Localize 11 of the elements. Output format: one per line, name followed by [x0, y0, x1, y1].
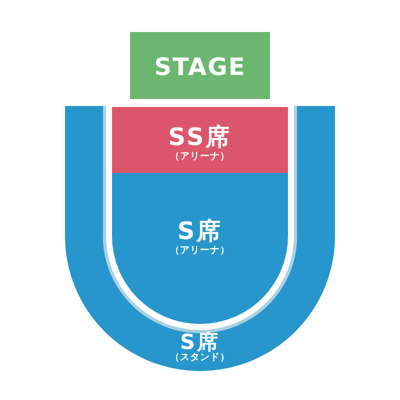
seating-block — [112, 107, 288, 173]
section-label: SS席 — [168, 125, 232, 149]
seating-block — [65, 106, 335, 372]
seating-block — [112, 173, 288, 324]
stage-label: STAGE — [154, 55, 246, 79]
section-sublabel: （アリーナ） — [170, 152, 230, 162]
section-sublabel: （スタンド） — [170, 353, 230, 362]
section-sublabel: （アリーナ） — [170, 246, 230, 256]
section-label: S席 — [180, 332, 220, 353]
section-label: S席 — [177, 219, 223, 243]
stage-block — [130, 32, 270, 99]
